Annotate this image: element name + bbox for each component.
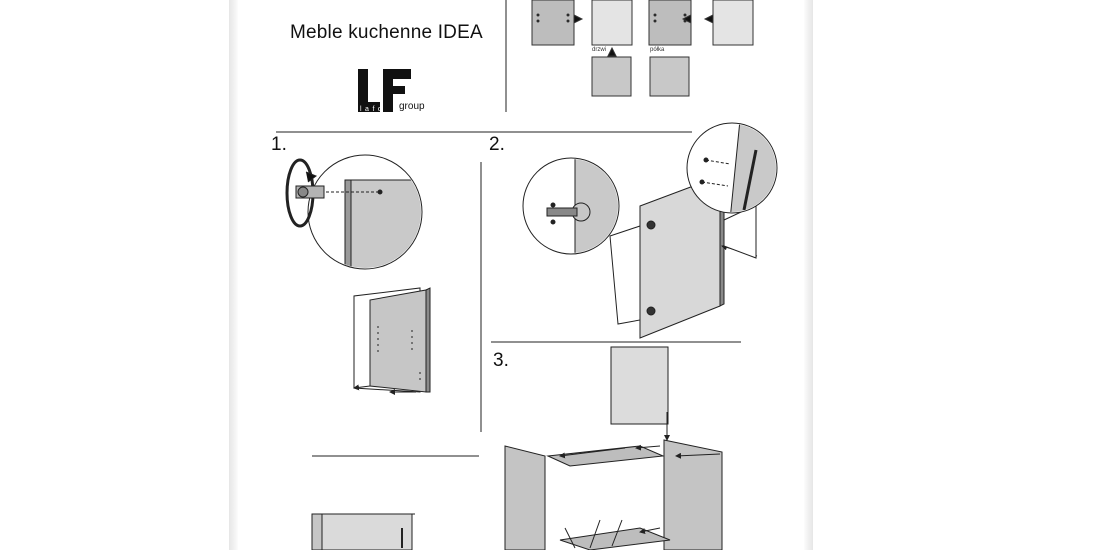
finished-cabinet-illustration bbox=[311, 513, 415, 550]
shelf-label: półka bbox=[650, 47, 665, 53]
door-label: drzwi bbox=[592, 47, 607, 53]
step-2-illustration bbox=[522, 122, 778, 339]
step-1-illustration bbox=[285, 154, 431, 395]
step-number-2: 2. bbox=[489, 134, 505, 155]
step-number-1: 1. bbox=[271, 134, 287, 155]
logo-subtext: lafo bbox=[360, 106, 385, 113]
step-3-illustration bbox=[504, 346, 723, 550]
parts-legend bbox=[531, 0, 754, 97]
step-number-3: 3. bbox=[493, 350, 509, 371]
lafo-logo: lafo bbox=[358, 69, 411, 113]
page-title: Meble kuchenne IDEA bbox=[290, 22, 483, 43]
section-dividers bbox=[276, 0, 741, 457]
logo-group-text: group bbox=[399, 101, 425, 112]
